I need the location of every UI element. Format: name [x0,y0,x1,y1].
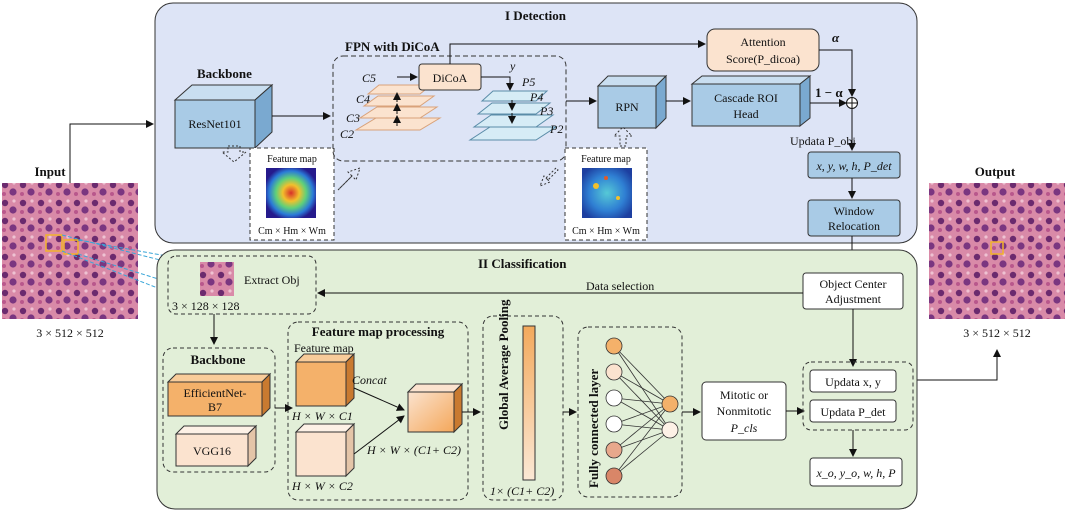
heatmap-left [266,168,316,218]
update-pobj-label: Updata P_obj [790,134,856,148]
fpn-title: FPN with DiCoA [345,39,440,54]
detection-backbone-label: Backbone [197,66,252,81]
extract-obj-label: Extract Obj [244,273,300,287]
fmp-feature-map: Feature map [294,341,354,355]
input-roi-box [45,234,63,252]
update-xy-block [809,369,897,393]
dims-c2: H × W × C2 [291,479,353,493]
c-label-2: C2 [340,127,354,141]
window-reloc-2: Relocation [828,219,880,233]
p-label-2: P2 [549,122,563,136]
fm-dims-left: Cm × Hm × Wm [258,226,326,237]
window-relocation-block [807,199,901,237]
dashed-arrow-fm-rpn [539,167,559,187]
input-image [2,183,138,319]
p-label-4: P4 [529,90,543,104]
resnet-label: ResNet101 [188,117,241,131]
resnet-block: ResNet101 [173,83,274,150]
p-layer-stack [468,90,558,141]
one-minus-alpha-label: 1 − α [815,85,843,100]
input-label: Input [34,164,66,179]
extract-obj-image [200,262,234,296]
object-center-2: Adjustment [825,292,882,306]
concat-label: Concat [352,373,387,387]
extract-obj-dims: 3 × 128 × 128 [172,299,240,313]
final-output-block [809,457,903,487]
dims-c1: H × W × C1 [291,409,353,423]
heatmap-right [582,168,632,218]
dashed-arrow-rpn-fm [612,126,634,147]
p-label-5: P5 [521,75,535,89]
concat-block [406,382,464,434]
extract-obj-region [167,255,317,315]
vgg-block: VGG16 [174,424,258,468]
alpha-label: α [832,30,840,45]
c-layer-stack [354,84,442,131]
vgg-label: VGG16 [193,444,231,458]
detection-output-label: x, y, w, h, P_det [815,159,892,173]
efficientnet-1: EfficientNet- [183,386,246,400]
dims-concat: H × W × (C1+ C2) [366,443,461,457]
mitotic-3: P_cls [730,421,758,435]
attention-label-1: Attention [740,35,785,49]
output-image [929,183,1065,319]
fmp-title: Feature map processing [312,324,445,339]
output-roi-box [990,241,1004,255]
dicoa-label: DiCoA [433,71,468,85]
window-reloc-1: Window [834,204,875,218]
efficientnet-2: B7 [208,400,222,414]
detection-output-box [807,151,901,179]
feature-map-label-left: Feature map [267,154,317,165]
cascade-label-1: Cascade ROI [714,91,778,105]
output-dims: 3 × 512 × 512 [963,326,1031,340]
attention-label-2: Score(P_dicoa) [726,52,800,66]
dashed-arrow-backbone-fm [220,145,248,163]
cascade-roi-block: Cascade ROI Head [690,74,812,128]
data-selection-label: Data selection [586,279,654,293]
object-center-1: Object Center [820,277,887,291]
fm-c2-block [294,422,356,478]
gap-dims: 1× (C1+ C2) [490,484,554,498]
input-dims: 3 × 512 × 512 [36,326,104,340]
dashed-arrow-fm-fpn [337,167,361,191]
gap-region [482,315,564,501]
c-label-3: C3 [346,111,360,125]
classification-title: II Classification [478,256,567,271]
update-pdet-block [809,399,897,423]
gap-label: Global Average Pooling [496,299,511,430]
rpn-label: RPN [615,100,639,114]
fc-region [577,326,683,498]
mitotic-1: Mitotic or [720,388,768,402]
update-region [802,361,914,431]
cls-backbone-region [162,347,276,473]
p-label-3: P3 [539,104,553,118]
cls-backbone-label: Backbone [191,352,246,367]
update-pdet-label: Updata P_det [821,405,887,419]
detection-title: I Detection [505,8,567,23]
c-label-4: C4 [356,92,370,106]
feature-map-label-right: Feature map [581,154,631,165]
cascade-label-2: Head [733,107,758,121]
fc-label: Fully connected layer [586,369,601,488]
gap-bar [522,325,536,481]
fm-c1-block [294,352,356,408]
c-label-5: C5 [362,71,376,85]
fc-network [605,337,679,485]
output-label: Output [975,164,1016,179]
y-label: y [509,59,516,73]
rpn-block: RPN [596,74,668,130]
update-xy-label: Updata x, y [825,375,881,389]
fm-dims-right: Cm × Hm × Wm [572,226,640,237]
mitotic-2: Nonmitotic [717,404,772,418]
efficientnet-block: EfficientNet- B7 [166,372,272,418]
final-output-label: x_o, y_o, w, h, P [815,466,896,480]
